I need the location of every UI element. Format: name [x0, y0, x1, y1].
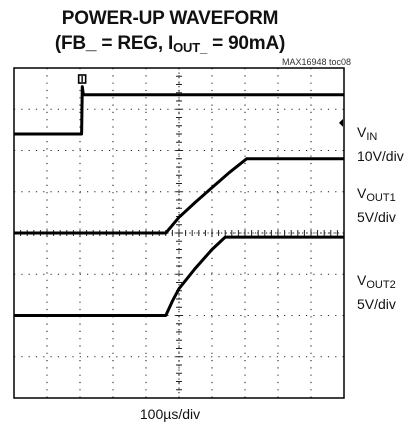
plot-frame: [13, 67, 345, 399]
ch1-arrow: [339, 118, 343, 127]
trace-vout2: [14, 235, 344, 317]
chart-title: POWER-UP WAVEFORM: [61, 8, 279, 29]
channel-marker: [339, 118, 343, 127]
trigger-marker: [77, 74, 87, 84]
scope-traces: [14, 85, 344, 317]
trace-vin: [14, 85, 344, 136]
figure-tag: MAX16948 toc08: [281, 57, 351, 67]
x-axis-label: 100µs/div: [139, 406, 201, 422]
chart-subtitle: (FB_ = REG, IOUT_ = 90mA): [54, 33, 286, 55]
trace-vout1: [14, 157, 344, 235]
